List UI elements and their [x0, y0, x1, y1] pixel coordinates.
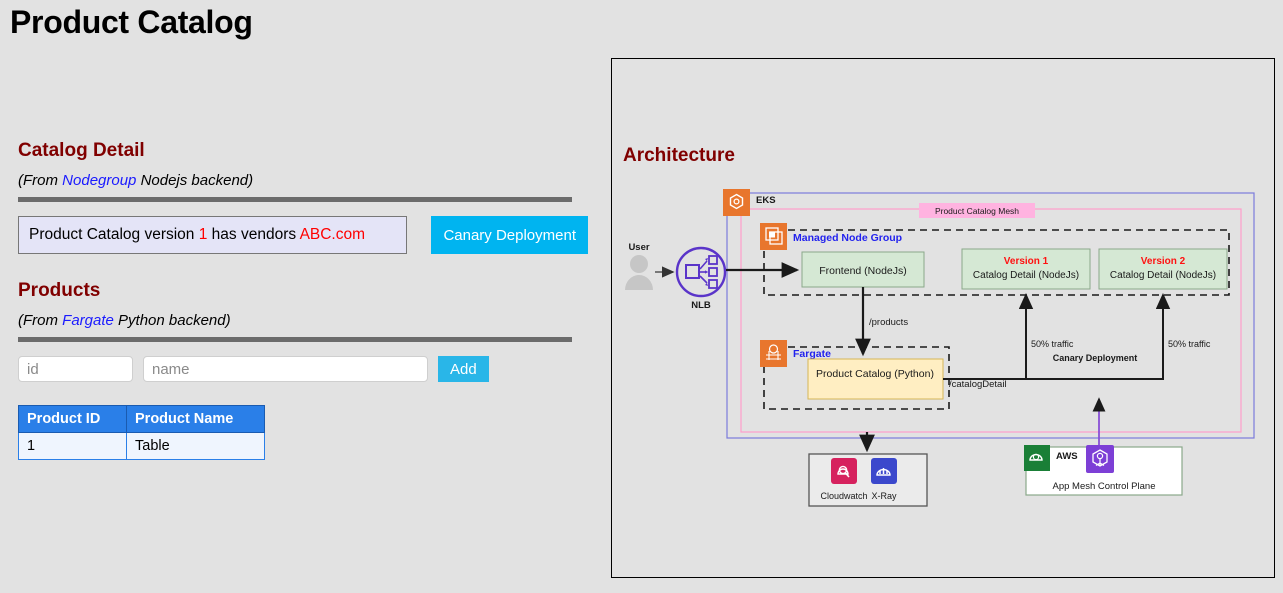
page-title: Product Catalog: [10, 4, 253, 40]
catalog-detail-message: Product Catalog version 1 has vendors AB…: [18, 216, 408, 254]
mesh-label: Product Catalog Mesh: [935, 206, 1019, 216]
managed-node-group-icon: [760, 223, 787, 250]
aws-label: AWS: [1056, 451, 1078, 462]
canary-deployment-button[interactable]: Canary Deployment: [431, 216, 588, 254]
edge-catalog-to-version1: [943, 293, 1034, 380]
version1-subtitle: Catalog Detail (NodeJs): [973, 270, 1079, 281]
edge-catalog-to-version2: [1026, 293, 1171, 380]
architecture-panel: Architecture: [611, 58, 1275, 578]
catalog-subtitle-accent: Nodegroup: [62, 172, 137, 189]
app-mesh-label: App Mesh Control Plane: [1053, 481, 1156, 492]
products-subtitle-post: Python backend): [113, 312, 231, 329]
eks-container: [726, 192, 1255, 439]
edge-label-canary-deployment: Canary Deployment: [1053, 353, 1138, 363]
add-product-form: Add: [18, 356, 588, 382]
table-row: 1 Table: [18, 432, 265, 460]
product-catalog-label: Product Catalog (Python): [816, 368, 934, 380]
version2-subtitle: Catalog Detail (NodeJs): [1110, 270, 1216, 281]
app-mesh-icon: [1086, 445, 1114, 473]
managed-node-group-container: [763, 229, 1230, 296]
frontend-node: [801, 251, 925, 288]
catalog-subtitle-pre: (From: [18, 172, 63, 189]
left-column: Catalog Detail (From Nodegroup Nodejs ba…: [18, 140, 588, 460]
column-header-product-id: Product ID: [18, 405, 127, 433]
catalog-detail-divider: [18, 197, 572, 202]
product-id-input[interactable]: [18, 356, 133, 382]
message-version: 1: [198, 226, 208, 243]
eks-label: EKS: [756, 195, 776, 206]
edge-label-traffic-right: 50% traffic: [1168, 339, 1211, 349]
message-pre: Product Catalog version: [29, 226, 199, 243]
message-mid: has vendors: [207, 226, 300, 243]
products-subtitle: (From Fargate Python backend): [18, 312, 588, 329]
version2-title: Version 2: [1141, 256, 1186, 267]
mesh-label-badge: [919, 203, 1035, 218]
monitoring-container: [808, 453, 928, 507]
managed-node-group-label: Managed Node Group: [793, 232, 902, 244]
architecture-diagram: EKS Product Catalog Mesh Managed Node Gr…: [612, 59, 1276, 579]
product-name-input[interactable]: [143, 356, 428, 382]
edge-label-products: /products: [869, 317, 908, 328]
cloudwatch-icon: [831, 458, 857, 484]
nlb-label: NLB: [691, 300, 711, 311]
xray-label: X-Ray: [871, 491, 897, 501]
cell-product-name: Table: [126, 432, 265, 460]
version2-node: [1098, 248, 1228, 290]
catalog-subtitle-post: Nodejs backend): [136, 172, 254, 189]
table-header-row: Product ID Product Name: [18, 405, 265, 433]
catalog-detail-row: Product Catalog version 1 has vendors AB…: [18, 216, 588, 254]
edge-label-catalog-detail: /catalogDetail: [949, 379, 1007, 390]
products-divider: [18, 337, 572, 342]
products-subtitle-pre: (From: [18, 312, 63, 329]
architecture-heading: Architecture: [623, 145, 735, 166]
eks-icon: [723, 189, 750, 216]
product-catalog-node: [807, 358, 944, 400]
version1-node: [961, 248, 1091, 290]
message-vendor: ABC.com: [299, 226, 366, 243]
xray-icon: [871, 458, 897, 484]
edge-label-traffic-left: 50% traffic: [1031, 339, 1074, 349]
products-table: Product ID Product Name 1 Table: [18, 405, 265, 460]
products-subtitle-accent: Fargate: [62, 312, 114, 329]
aws-cloud-icon: [1024, 445, 1050, 471]
fargate-label: Fargate: [793, 348, 831, 360]
catalog-detail-heading: Catalog Detail: [18, 140, 145, 161]
products-heading: Products: [18, 280, 101, 301]
user-icon: [625, 255, 653, 290]
catalog-detail-subtitle: (From Nodegroup Nodejs backend): [18, 172, 588, 189]
frontend-label: Frontend (NodeJs): [819, 265, 907, 277]
column-header-product-name: Product Name: [126, 405, 265, 433]
fargate-icon: [760, 340, 787, 367]
cell-product-id: 1: [18, 432, 127, 460]
version1-title: Version 1: [1004, 256, 1049, 267]
add-product-button[interactable]: Add: [438, 356, 489, 382]
nlb-icon: [675, 246, 727, 298]
user-label: User: [628, 242, 649, 253]
cloudwatch-label: Cloudwatch: [820, 491, 867, 501]
